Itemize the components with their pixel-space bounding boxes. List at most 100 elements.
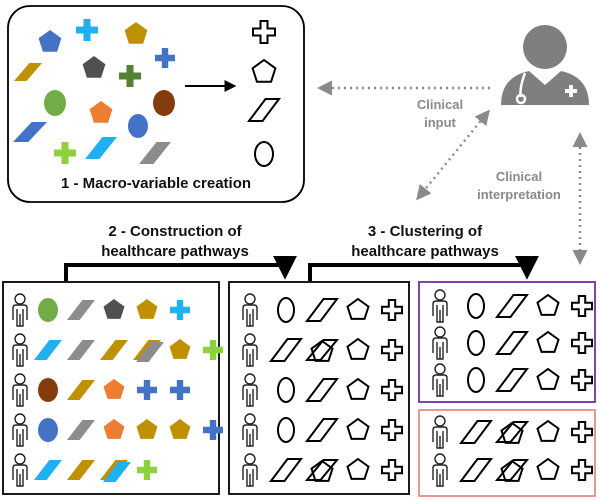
- person-icon: [12, 293, 28, 327]
- person-icon: [242, 333, 258, 367]
- parallelogram-shape: [305, 418, 339, 442]
- person-icon: [12, 413, 28, 447]
- cross-shape: [252, 20, 276, 44]
- ellipse-shape: [153, 90, 175, 116]
- person-icon: [12, 373, 28, 407]
- ellipse-shape: [44, 90, 66, 116]
- ellipse-shape: [467, 330, 485, 356]
- stethoscope-icon: [515, 72, 527, 105]
- pentagon-shape: [38, 30, 62, 52]
- pentagon-shape: [169, 339, 191, 359]
- ellipse-shape: [467, 293, 485, 319]
- pentagon-shape: [169, 419, 191, 439]
- parallelogram-shape: [495, 294, 529, 318]
- parallelogram-shape: [304, 339, 340, 361]
- parallelogram-shape: [14, 63, 42, 81]
- person-icon: [432, 326, 448, 360]
- pentagon-shape: [346, 297, 370, 320]
- parallelogram-shape: [494, 459, 530, 481]
- cross-shape: [571, 332, 593, 354]
- parallelogram-shape: [103, 462, 131, 482]
- parallelogram-shape: [247, 98, 281, 122]
- cross-shape: [170, 380, 190, 400]
- person-icon: [432, 415, 448, 449]
- cross-shape: [381, 419, 403, 441]
- person-icon: [12, 453, 28, 487]
- cross-shape: [381, 299, 403, 321]
- raw-pathway-rows: [12, 293, 223, 487]
- ellipse-shape: [38, 298, 58, 322]
- step1-label: 1 - Macro-variable creation: [60, 175, 252, 192]
- parallelogram-shape: [459, 458, 493, 482]
- pathways-box: [228, 281, 410, 495]
- pentagon-shape: [124, 22, 148, 44]
- parallelogram-shape: [67, 420, 95, 440]
- ellipse-shape: [128, 114, 148, 138]
- ellipse-shape: [277, 377, 295, 403]
- pentagon-shape: [82, 56, 106, 78]
- parallelogram-shape: [136, 342, 164, 362]
- parallelogram-shape: [495, 368, 529, 392]
- raw-variables-group: [13, 19, 175, 164]
- parallelogram-shape: [495, 331, 529, 355]
- cross-shape: [137, 460, 157, 480]
- cross-shape: [571, 459, 593, 481]
- parallelogram-shape: [459, 420, 493, 444]
- cluster-2-box: [418, 409, 596, 497]
- pentagon-shape: [346, 457, 370, 480]
- cross-shape: [155, 48, 175, 68]
- pentagon-shape: [103, 379, 125, 399]
- person-icon: [242, 453, 258, 487]
- parallelogram-shape: [67, 380, 95, 400]
- pentagon-shape: [136, 299, 158, 319]
- person-icon: [432, 289, 448, 323]
- parallelogram-shape: [269, 458, 303, 482]
- cross-shape: [53, 142, 76, 164]
- pentagon-shape: [536, 457, 560, 480]
- cross-shape: [137, 380, 157, 400]
- ellipse-shape: [38, 418, 58, 442]
- cluster-1-box: [418, 281, 596, 403]
- ellipse-shape: [38, 378, 58, 402]
- parallelogram-shape: [304, 459, 340, 481]
- pentagon-shape: [536, 367, 560, 390]
- pentagon-shape: [346, 377, 370, 400]
- parallelogram-shape: [34, 460, 62, 480]
- macro-variables-column: [247, 20, 281, 167]
- ellipse-shape: [467, 367, 485, 393]
- cluster-1-rows: [432, 289, 593, 397]
- ellipse-shape: [254, 141, 274, 167]
- cross-shape: [76, 19, 99, 41]
- pentagon-shape: [103, 419, 125, 439]
- cross-shape: [571, 421, 593, 443]
- parallelogram-shape: [305, 298, 339, 322]
- pentagon-shape: [251, 58, 277, 83]
- person-icon: [242, 413, 258, 447]
- step2-bracket-arrow: [64, 255, 297, 281]
- pentagon-shape: [89, 101, 113, 123]
- pentagon-shape: [136, 419, 158, 439]
- person-icon: [242, 373, 258, 407]
- cluster-2-rows: [432, 415, 593, 487]
- parallelogram-shape: [100, 340, 128, 360]
- step3-bracket-arrow: [308, 255, 539, 281]
- parallelogram-shape: [305, 378, 339, 402]
- pentagon-shape: [536, 330, 560, 353]
- cross-shape: [203, 340, 223, 360]
- parallelogram-shape: [13, 122, 47, 142]
- cross-shape: [170, 300, 190, 320]
- ellipse-shape: [277, 297, 295, 323]
- raw-pathways-box: [2, 281, 220, 495]
- cross-shape: [571, 369, 593, 391]
- pathway-rows: [242, 293, 403, 487]
- pentagon-shape: [103, 299, 125, 319]
- parallelogram-shape: [494, 421, 530, 443]
- person-icon: [432, 453, 448, 487]
- macro-variable-box: [7, 5, 305, 203]
- pentagon-shape: [346, 337, 370, 360]
- ellipse-shape: [277, 417, 295, 443]
